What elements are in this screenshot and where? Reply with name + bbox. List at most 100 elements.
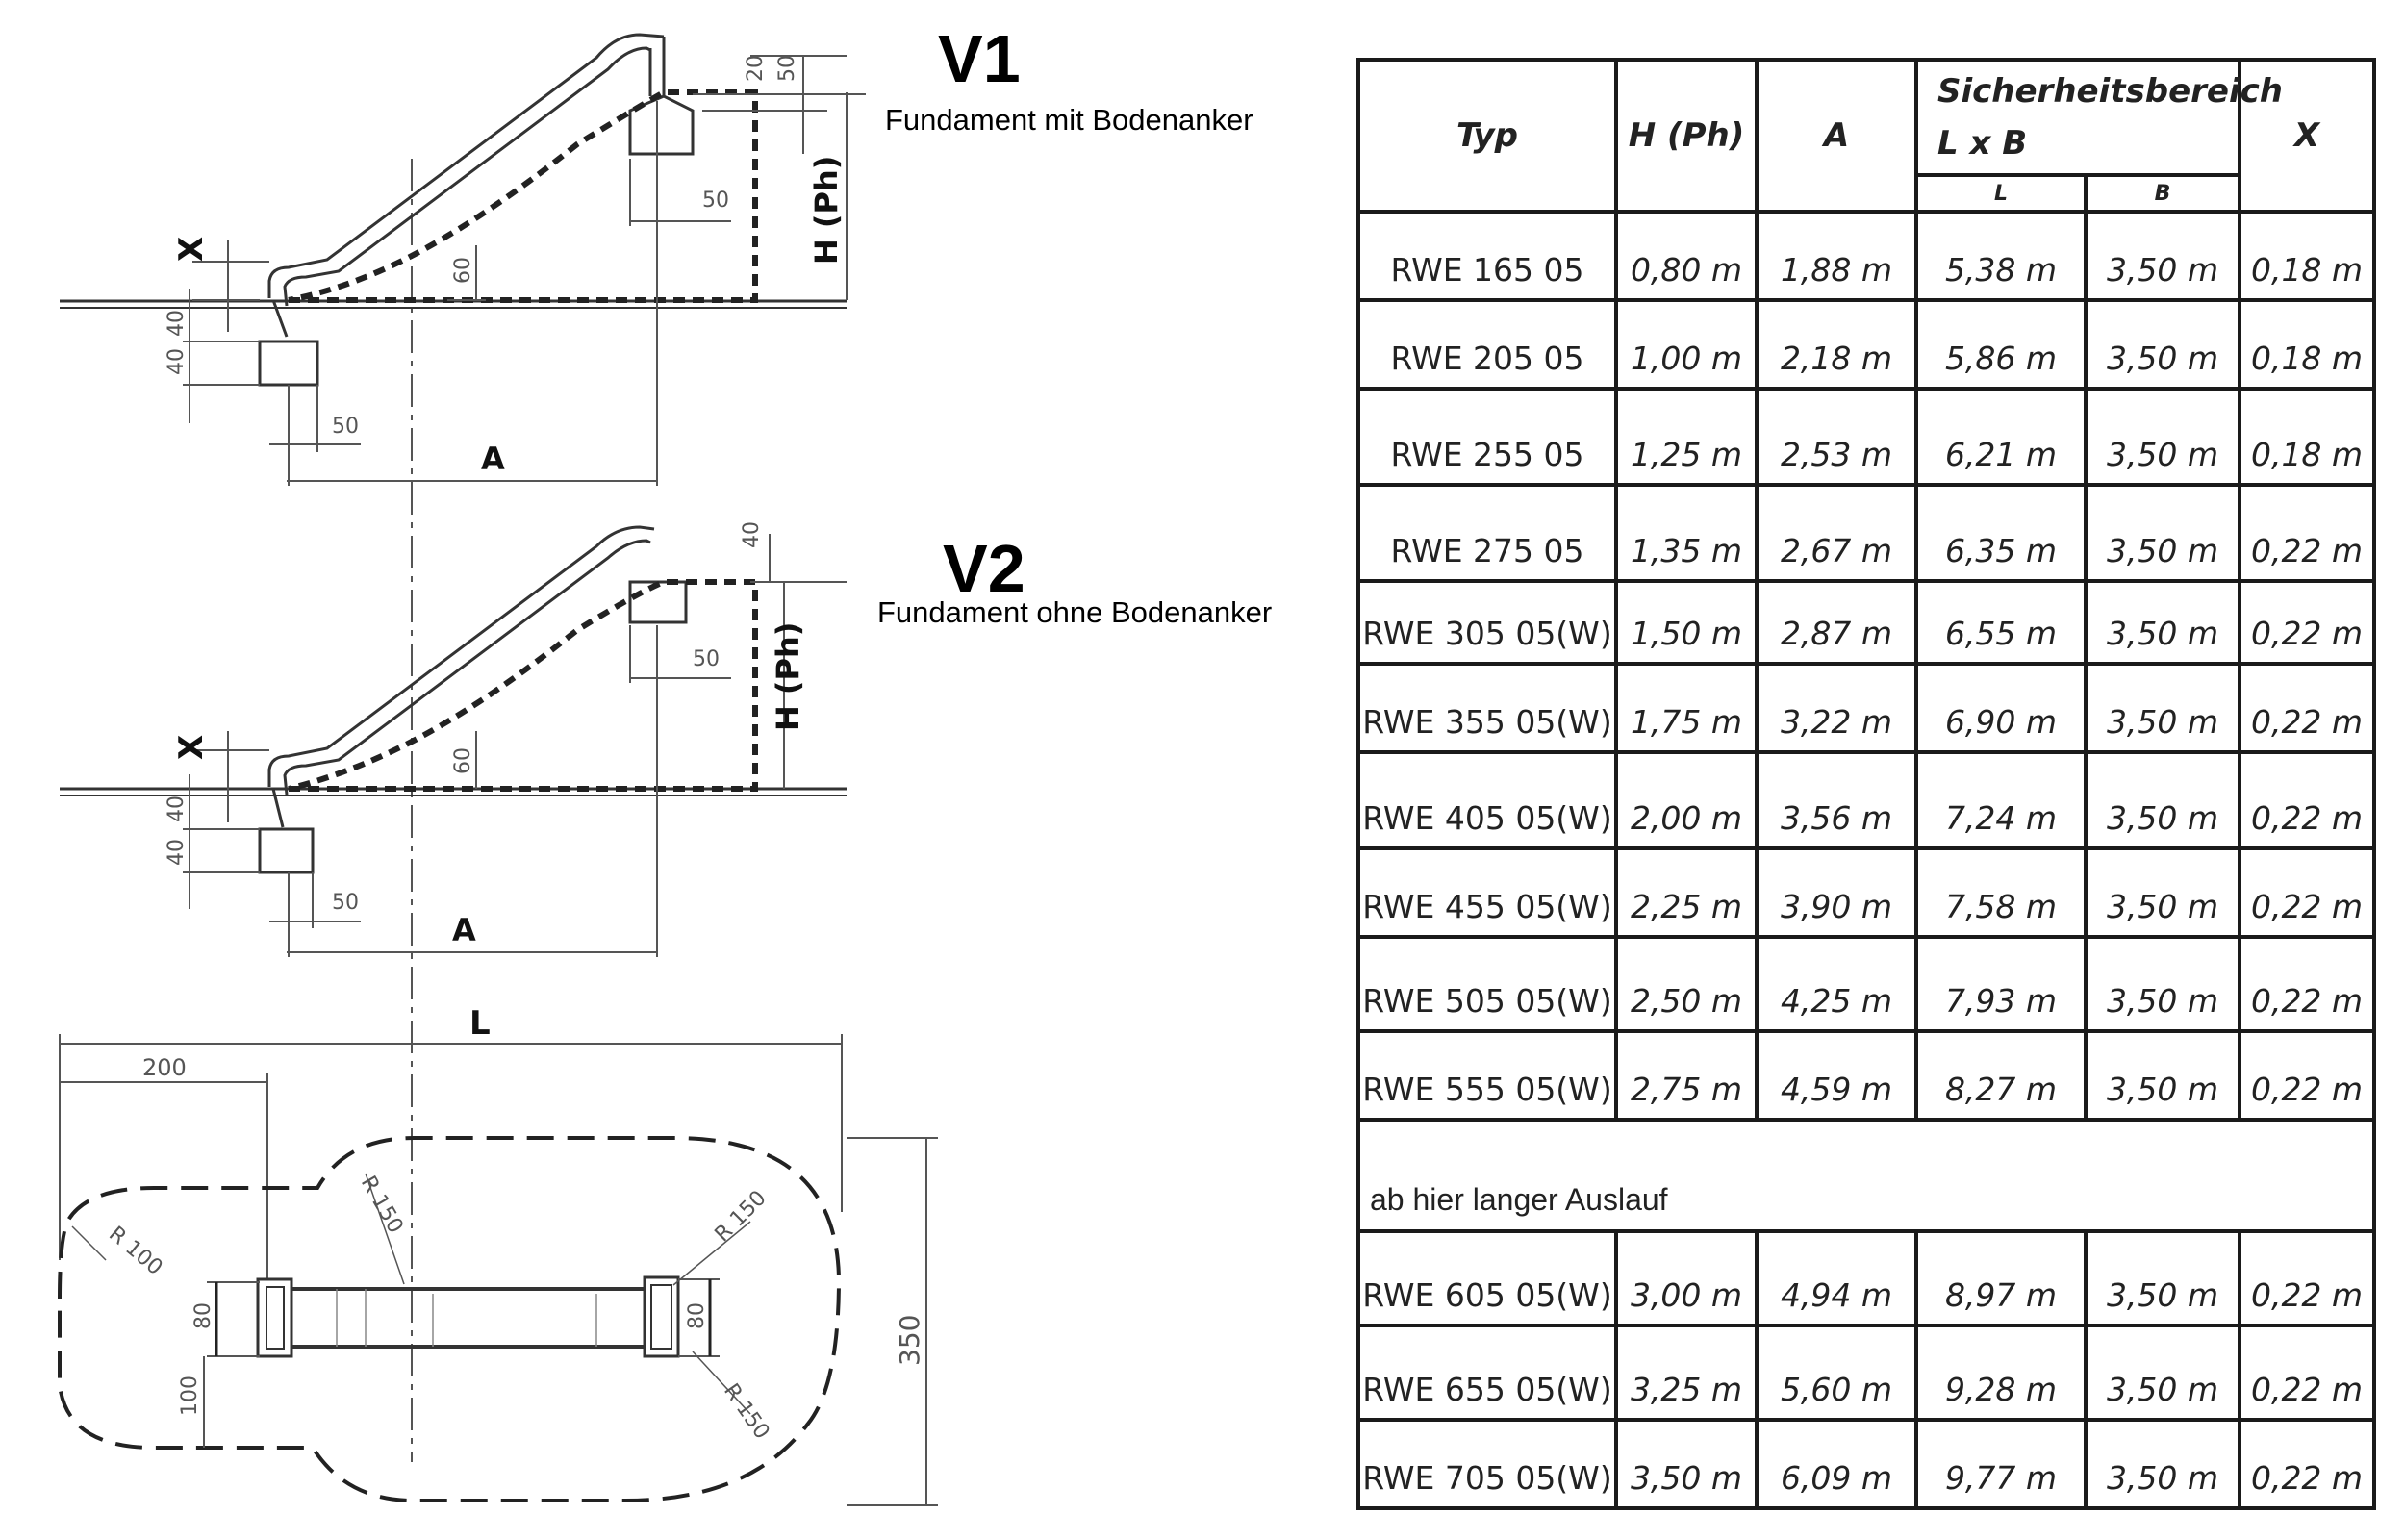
cell-b: 3,50 m — [2083, 935, 2242, 1033]
cell-a: 3,56 m — [1755, 750, 1918, 850]
cell-b: 3,50 m — [2083, 750, 2242, 850]
cell-l: 8,97 m — [1914, 1229, 2088, 1327]
cell-typ: RWE 405 05(W) — [1356, 750, 1618, 850]
v1-caption: Fundament mit Bodenanker — [885, 103, 1253, 137]
v2-dim-60: 60 — [451, 747, 475, 774]
cell-x: 0,22 m — [2238, 935, 2377, 1033]
v1-dim-50-top: 50 — [702, 189, 729, 213]
v1-dim-a: A — [481, 441, 505, 477]
cell-x: 0,22 m — [2238, 1324, 2377, 1422]
cell-l: 7,24 m — [1914, 750, 2088, 850]
cell-typ: RWE 705 05(W) — [1356, 1418, 1618, 1510]
cell-l: 9,28 m — [1914, 1324, 2088, 1422]
v2-dim-a: A — [452, 912, 476, 948]
v2-dim-40-top: 40 — [740, 521, 764, 548]
cell-a: 1,88 m — [1755, 210, 1918, 302]
cell-typ: RWE 455 05(W) — [1356, 846, 1618, 939]
cell-x: 0,18 m — [2238, 387, 2377, 487]
cell-l: 8,27 m — [1914, 1029, 2088, 1122]
cell-b: 3,50 m — [2083, 483, 2242, 583]
plan-dim-r150-topleft: R 150 — [356, 1173, 408, 1238]
plan-dim-80-right: 80 — [685, 1302, 709, 1329]
v1-side-view — [60, 33, 866, 486]
plan-view — [58, 1034, 938, 1506]
v2-caption: Fundament ohne Bodenanker — [877, 595, 1272, 629]
cell-typ: RWE 655 05(W) — [1356, 1324, 1618, 1422]
plan-dim-200: 200 — [142, 1054, 187, 1081]
header-l: L — [1914, 173, 2088, 214]
v1-dim-40b: 40 — [165, 348, 189, 375]
cell-a: 4,25 m — [1755, 935, 1918, 1033]
plan-dim-r100: R 100 — [104, 1222, 166, 1279]
cell-b: 3,50 m — [2083, 1324, 2242, 1422]
v2-dim-50-top: 50 — [693, 647, 720, 671]
cell-a: 4,94 m — [1755, 1229, 1918, 1327]
cell-h: 0,80 m — [1614, 210, 1759, 302]
v1-label: V1 — [938, 21, 1021, 96]
cell-typ: RWE 605 05(W) — [1356, 1229, 1618, 1327]
v2-label: V2 — [943, 531, 1025, 606]
v1-dim-h: H (Ph) — [808, 156, 845, 265]
cell-h: 3,00 m — [1614, 1229, 1759, 1327]
v1-dim-20: 20 — [744, 55, 768, 82]
cell-l: 7,58 m — [1914, 846, 2088, 939]
header-b: B — [2083, 173, 2242, 214]
cell-typ: RWE 505 05(W) — [1356, 935, 1618, 1033]
cell-x: 0,22 m — [2238, 483, 2377, 583]
plan-dim-100: 100 — [178, 1376, 202, 1416]
cell-a: 2,87 m — [1755, 579, 1918, 666]
plan-dim-r150-topright: R 150 — [711, 1186, 772, 1247]
cell-h: 1,50 m — [1614, 579, 1759, 666]
cell-l: 5,38 m — [1914, 210, 2088, 302]
cell-x: 0,18 m — [2238, 210, 2377, 302]
cell-b: 3,50 m — [2083, 298, 2242, 391]
header-typ: Typ — [1356, 58, 1618, 214]
v2-dim-x: X — [172, 735, 211, 760]
v1-dim-60: 60 — [451, 257, 475, 284]
v1-dim-x: X — [172, 237, 211, 262]
spec-table: Typ H (Ph) A Sicherheitsbereich L x B X … — [1355, 58, 2377, 1510]
cell-l: 9,77 m — [1914, 1418, 2088, 1510]
cell-a: 3,90 m — [1755, 846, 1918, 939]
cell-h: 1,35 m — [1614, 483, 1759, 583]
cell-x: 0,22 m — [2238, 579, 2377, 666]
separator-row: ab hier langer Auslauf — [1355, 1118, 2377, 1233]
cell-x: 0,22 m — [2238, 1029, 2377, 1122]
cell-typ: RWE 165 05 — [1356, 210, 1618, 302]
cell-h: 1,25 m — [1614, 387, 1759, 487]
header-h: H (Ph) — [1614, 58, 1759, 214]
cell-x: 0,22 m — [2238, 846, 2377, 939]
cell-l: 6,90 m — [1914, 662, 2088, 754]
v2-dim-h: H (Ph) — [770, 622, 806, 731]
cell-x: 0,22 m — [2238, 750, 2377, 850]
cell-x: 0,18 m — [2238, 298, 2377, 391]
v2-dim-40a: 40 — [165, 795, 189, 822]
cell-a: 6,09 m — [1755, 1418, 1918, 1510]
cell-l: 6,21 m — [1914, 387, 2088, 487]
v1-dim-40a: 40 — [165, 310, 189, 337]
header-a: A — [1755, 58, 1918, 214]
cell-b: 3,50 m — [2083, 1229, 2242, 1327]
v2-dim-50-bottom: 50 — [332, 891, 359, 915]
cell-l: 6,35 m — [1914, 483, 2088, 583]
cell-typ: RWE 355 05(W) — [1356, 662, 1618, 754]
cell-h: 3,50 m — [1614, 1418, 1759, 1510]
v1-dim-50-right: 50 — [775, 55, 799, 82]
cell-l: 7,93 m — [1914, 935, 2088, 1033]
v2-dim-40b: 40 — [165, 839, 189, 866]
header-safety: Sicherheitsbereich L x B — [1913, 58, 2283, 177]
cell-x: 0,22 m — [2238, 662, 2377, 754]
cell-a: 4,59 m — [1755, 1029, 1918, 1122]
cell-b: 3,50 m — [2083, 210, 2242, 302]
v2-side-view — [60, 525, 847, 957]
cell-h: 1,00 m — [1614, 298, 1759, 391]
